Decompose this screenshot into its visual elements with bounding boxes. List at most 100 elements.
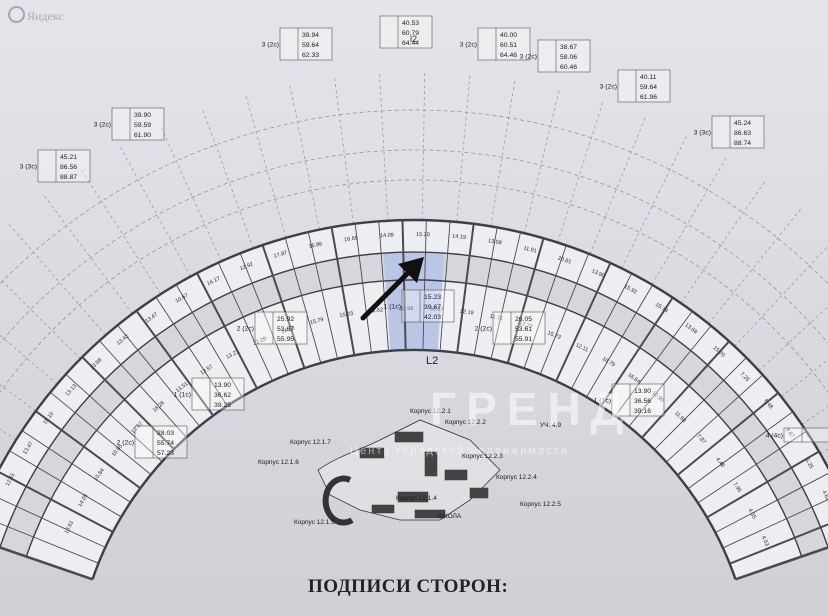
room-area-label: 14.09 — [380, 232, 394, 239]
site-plan-label: Корпус 12.2.4 — [496, 474, 537, 481]
room-area-label: 7.25 — [738, 371, 750, 383]
room-area-label: 7.87 — [695, 433, 707, 445]
unit-area-value: 60.46 — [560, 64, 577, 71]
unit-type-label: 3 (2с) — [600, 84, 617, 91]
unit-area-value: 38.67 — [560, 44, 577, 51]
partition-wall — [697, 430, 807, 504]
party-wall — [0, 471, 114, 533]
axis-ray — [524, 87, 561, 234]
party-wall — [81, 356, 175, 450]
unit-area-value: 39.90 — [134, 112, 151, 119]
partition-wall — [21, 430, 131, 503]
partition-wall — [586, 284, 653, 398]
axis-ray — [708, 206, 803, 324]
corridor — [0, 252, 828, 557]
room-area-label: 22.29 — [252, 336, 267, 347]
unit-type-label: 3 (3с) — [694, 130, 711, 137]
party-wall — [35, 410, 141, 490]
axis-ray — [159, 124, 222, 262]
site-plan-label: Корпус 12.2.5 — [520, 501, 561, 508]
unit-area-value: 40.00 — [500, 32, 517, 39]
axis-ray — [333, 75, 354, 224]
axis-ray — [79, 167, 162, 295]
axis-ray — [801, 406, 828, 425]
unit-area-value: 57.23 — [157, 450, 174, 457]
axis-ray — [557, 99, 604, 243]
party-wall — [729, 523, 828, 565]
partition-wall — [654, 357, 747, 450]
unit-area-value: 64.46 — [500, 52, 517, 59]
unit-area-value: 45.24 — [734, 120, 751, 127]
room-area-label: 13.58 — [487, 238, 502, 246]
room-area-label: 4.62 — [821, 490, 828, 502]
site-plan-label: Корпус 12.2.1 — [410, 408, 451, 415]
room-area-label: 20.81 — [557, 255, 572, 265]
party-wall — [706, 450, 820, 519]
unit-area-value: 55.91 — [515, 336, 532, 343]
unit-area-value: 64.44 — [402, 40, 419, 47]
unit-area-value: 40.11 — [640, 74, 657, 81]
party-wall — [555, 262, 612, 382]
axis-ray — [0, 334, 58, 385]
party-wall — [196, 272, 258, 389]
partition-wall — [0, 498, 106, 548]
room-area-label: 15.20 — [416, 232, 430, 238]
unit-area-value: 86.63 — [734, 130, 751, 137]
room-area-label: 12.98 — [400, 306, 414, 312]
unit-area-value: 39.94 — [302, 32, 319, 39]
partition-wall — [307, 231, 338, 359]
unit-area-value: 13.90 — [214, 382, 231, 389]
site-building — [444, 469, 468, 481]
unit-area-value: 13.90 — [634, 388, 651, 395]
unit-area-value: 62.33 — [302, 52, 319, 59]
site-outline — [317, 419, 501, 521]
axis-ray — [621, 133, 689, 269]
partition-wall — [665, 374, 764, 463]
axis-ray — [651, 155, 729, 285]
brand-text: Яндекс — [27, 9, 64, 23]
room-area-label: 4.53 — [760, 535, 770, 547]
partition-wall — [50, 391, 152, 475]
room-area-label: 17.87 — [273, 250, 288, 260]
room-area-label: 7.95 — [731, 482, 742, 494]
unit-area-value: 25.92 — [277, 316, 294, 323]
unit-type-label: 4 (4с) — [766, 433, 783, 440]
unit-type-label: 3 (2с) — [460, 42, 477, 49]
unit-area-value: 40.53 — [402, 20, 419, 27]
pointer-arrow-icon — [360, 264, 417, 321]
axis-ray — [118, 144, 191, 277]
floor-label: L2 — [426, 355, 438, 367]
partition-wall — [490, 232, 521, 359]
unit-area-value: 39.16 — [634, 408, 651, 415]
unit-table-frame — [477, 27, 531, 61]
axis-ray — [244, 93, 287, 238]
site-building-curve — [322, 475, 354, 526]
unit-type-label: 2 (2с) — [237, 326, 254, 333]
axis-ray — [42, 193, 133, 314]
room-area-label: 12.92 — [239, 262, 254, 273]
axis-ray — [201, 107, 254, 249]
unit-table-frame — [191, 377, 245, 411]
site-plan-label: Корпус 12.1.7 — [290, 439, 331, 446]
unit-table-frame — [611, 383, 665, 417]
room-area-label: 11.71 — [489, 314, 503, 323]
unit-table-frame — [711, 115, 765, 149]
unit-table-frame — [783, 427, 828, 443]
party-wall — [641, 340, 730, 439]
room-area-label: 11.91 — [523, 245, 537, 254]
room-area-label: 15.92 — [623, 284, 638, 296]
partition-wall — [571, 273, 633, 389]
axis-ray — [734, 245, 828, 347]
partition-wall — [117, 324, 200, 427]
unit-area-value: 39.25 — [214, 402, 231, 409]
unit-table-frame — [134, 425, 188, 459]
party-wall — [401, 220, 407, 351]
unit-area-value: 86.56 — [60, 164, 77, 171]
room-area-label: 13.61 — [64, 520, 75, 535]
room-area-label: 4.55 — [747, 508, 757, 520]
party-wall — [261, 244, 306, 369]
partition-wall — [354, 223, 372, 353]
